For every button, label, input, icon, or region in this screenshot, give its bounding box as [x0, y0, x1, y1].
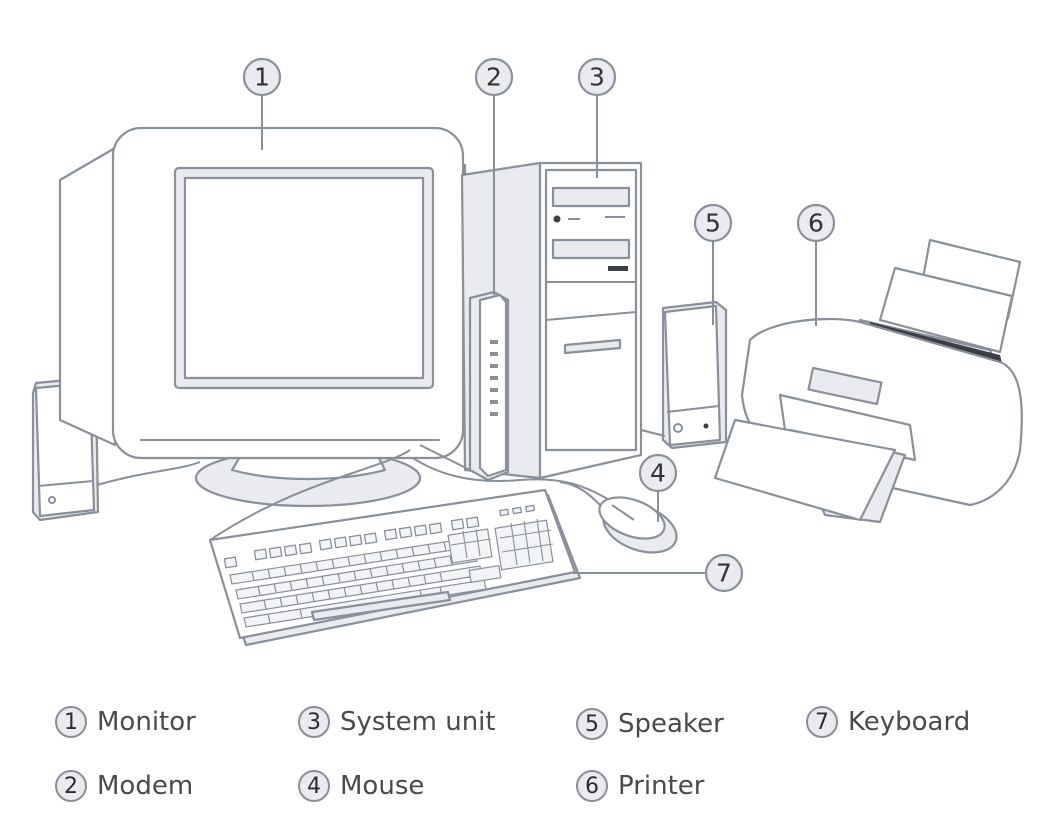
callout-1-number: 1	[254, 63, 270, 92]
callout-7: 7	[706, 555, 742, 591]
callout-6: 6	[798, 205, 834, 241]
printer	[715, 240, 1022, 522]
callout-4-number: 4	[650, 459, 666, 488]
callout-3: 3	[579, 59, 615, 95]
callout-2: 2	[476, 59, 512, 95]
monitor	[60, 128, 468, 506]
callout-7-number: 7	[716, 559, 732, 588]
mouse	[560, 482, 683, 562]
speaker-cable	[97, 462, 200, 485]
callout-3-number: 3	[589, 63, 605, 92]
callout-5: 5	[695, 205, 731, 241]
callout-1: 1	[244, 59, 280, 95]
callout-6-number: 6	[808, 209, 824, 238]
callout-5-number: 5	[705, 209, 721, 238]
callout-2-number: 2	[486, 63, 502, 92]
callout-4: 4	[640, 455, 676, 491]
